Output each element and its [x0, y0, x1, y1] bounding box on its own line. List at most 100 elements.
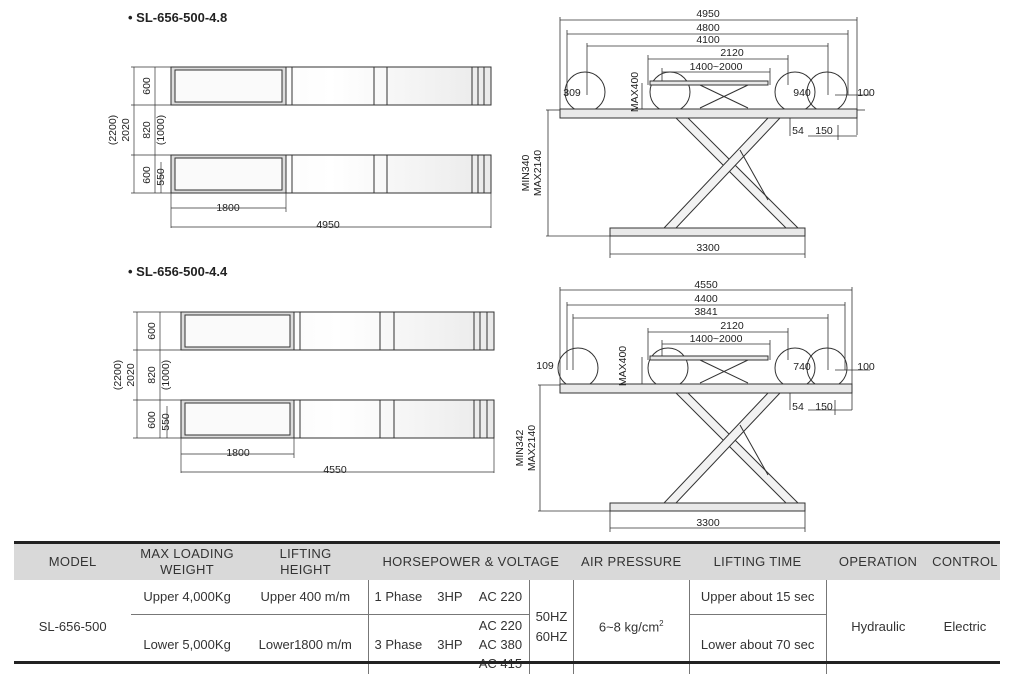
spec-row-1: SL-656-500 Upper 4,000Kg Upper 400 m/m 1… [14, 580, 1000, 674]
top-view-44-labels: 600 820 (1000) 600 550 2020 (2200) 1800 … [112, 322, 347, 476]
dim-44-3: 2120 [720, 320, 744, 332]
dim-inner-length-44: 1800 [226, 447, 250, 459]
dim-height-44: MAX400 [617, 346, 629, 386]
lower-platform-44 [180, 399, 495, 439]
wheel-front-left-44 [647, 347, 689, 389]
scissor-arm-b-48 [662, 117, 782, 229]
cell-time-lower: Lower about 70 sec [688, 614, 827, 674]
air-value: 6~8 kg/cm [598, 619, 660, 635]
dim-total-44: 2020 [125, 363, 137, 387]
upper-deck-44 [649, 355, 769, 361]
cell-height-lower: Lower1800 m/m [258, 636, 352, 652]
dim-lower-width-48: 600 [141, 166, 153, 184]
air-sup: 2 [659, 619, 664, 629]
dim-inner-length-48: 1800 [216, 202, 240, 214]
dim-min-h-48: MIN340 [520, 154, 532, 191]
side-view-48-labels: 4950 4800 4100 2120 1400~2000 309 940 MA… [520, 8, 875, 254]
dim-44-2: 3841 [694, 306, 718, 318]
scissor-arm-a-44 [674, 392, 800, 504]
scissor-arm-a-48 [674, 117, 800, 229]
wheel-front-left-48 [649, 71, 691, 113]
v-380: AC 380 [478, 636, 523, 652]
cell-phase3: 3 Phase [367, 614, 429, 674]
cell-load-upper: Upper 4,000Kg [131, 580, 243, 615]
freq-50: 50HZ [535, 608, 568, 624]
side-view-44-labels: 4550 4400 3841 2120 1400~2000 109 740 MA… [514, 279, 875, 529]
dim-height-48: MAX400 [629, 72, 641, 112]
model-title-48: • SL-656-500-4.8 [128, 10, 228, 25]
dim-total-alt-44: (2200) [112, 360, 124, 390]
dim-small-a-48: 54 [792, 125, 804, 137]
platform-48 [559, 108, 858, 119]
side-lift-48 [559, 71, 858, 237]
side-lift-44 [557, 347, 853, 512]
hdr-air: AIR PRESSURE [581, 554, 682, 569]
hdr-lift-height-1: LIFTING [279, 546, 332, 561]
dim-upper-width-44: 600 [146, 322, 158, 340]
dim-44-1: 4400 [694, 293, 718, 305]
platform-44 [559, 383, 853, 394]
dim-length-48: 4950 [316, 219, 340, 231]
hdr-operation: OPERATION [838, 554, 918, 569]
dim-upper-width-48: 600 [141, 77, 153, 95]
dim-left-ext-48: 309 [563, 87, 581, 99]
dim-small-b-44: 150 [815, 401, 833, 413]
cell-phase3-hp: 3HP [437, 636, 463, 652]
wheel-rear-right-48 [806, 71, 848, 113]
freq-60: 60HZ [535, 628, 568, 644]
technical-drawing: 600 820 (1000) 600 550 2020 (2200) 1800 … [107, 8, 875, 532]
cell-control: Electric [943, 619, 987, 635]
top-view-48 [131, 66, 492, 228]
dim-gap-alt-44: (1000) [160, 360, 172, 390]
lower-platform-48 [170, 154, 492, 194]
cell-phase1-hp: 3HP [428, 580, 472, 615]
model-title-44-text: SL-656-500-4.4 [136, 264, 228, 279]
dim-right-offset-44: 100 [857, 361, 875, 373]
scissor-arm-b-44 [662, 392, 782, 504]
dim-lower-inner-48: 550 [155, 168, 167, 186]
model-title-48-text: SL-656-500-4.8 [136, 10, 228, 25]
cell-model: SL-656-500 [38, 619, 107, 635]
dim-base-48: 3300 [696, 242, 720, 254]
table-bottom-rule [14, 661, 1000, 664]
hdr-time: LIFTING TIME [713, 554, 802, 569]
hdr-max-load-2: WEIGHT [160, 562, 214, 577]
dim-length-44: 4550 [323, 464, 347, 476]
dim-total-alt-48: (2200) [107, 115, 119, 145]
side-view-44 [538, 287, 870, 532]
dim-48-4: 1400~2000 [690, 61, 743, 73]
dim-max-h-48: MAX2140 [532, 150, 544, 196]
dim-small-b-48: 150 [815, 125, 833, 137]
dim-min-h-44: MIN342 [514, 429, 526, 466]
hdr-hp: HORSEPOWER & VOLTAGE [382, 554, 560, 569]
dim-total-48: 2020 [120, 118, 132, 142]
cell-height-upper: Upper 400 m/m [242, 580, 369, 615]
wheel-rear-left-44 [557, 347, 599, 389]
dim-right-offset-48: 100 [857, 87, 875, 99]
dim-small-a-44: 54 [792, 401, 804, 413]
dim-48-2: 4100 [696, 34, 720, 46]
dim-max-h-44: MAX2140 [526, 425, 538, 471]
hdr-model: MODEL [48, 554, 97, 569]
upper-platform-48 [170, 66, 492, 106]
dim-gap-44: 820 [146, 366, 158, 384]
dim-44-4: 1400~2000 [690, 333, 743, 345]
cell-phase1-v: AC 220 [471, 580, 530, 615]
cell-phase1: 1 Phase [367, 580, 429, 615]
dim-right-ext-44: 740 [793, 361, 811, 373]
cell-air: 6~8 kg/cm2 [572, 580, 690, 674]
dim-lower-width-44: 600 [146, 411, 158, 429]
cell-time-upper: Upper about 15 sec [688, 580, 827, 615]
upper-deck-48 [649, 80, 769, 86]
top-view-44 [133, 311, 495, 473]
cell-load-lower: Lower 5,000Kg [143, 636, 231, 652]
v-220: AC 220 [478, 617, 523, 633]
model-title-44: • SL-656-500-4.4 [128, 264, 228, 279]
dim-right-ext-48: 940 [793, 87, 811, 99]
dim-48-3: 2120 [720, 47, 744, 59]
hdr-max-load-1: MAX LOADING [140, 546, 234, 561]
hdr-lift-height-2: HEIGHT [280, 562, 331, 577]
side-view-48 [546, 17, 870, 258]
